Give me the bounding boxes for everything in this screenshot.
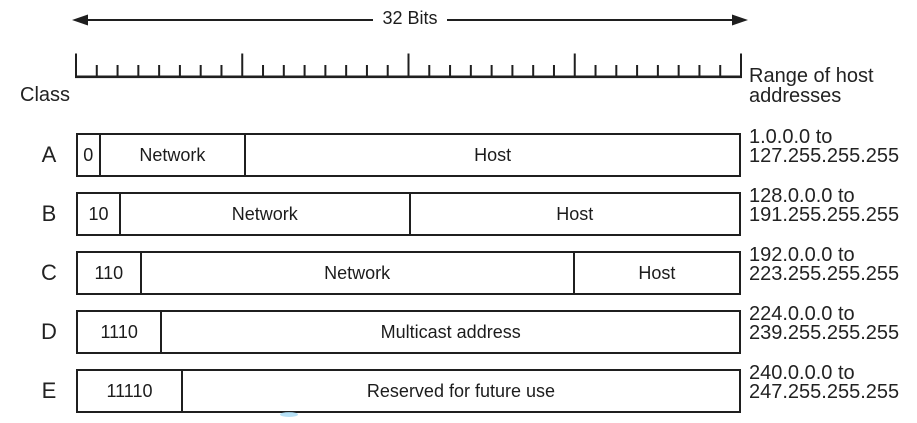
class-e-prefix-cell: 11110 — [78, 371, 183, 411]
class-b-prefix-cell: 10 — [78, 194, 122, 234]
class-c-range: 192.0.0.0 to 223.255.255.255 — [749, 244, 900, 285]
class-d-label: D — [41, 319, 57, 344]
bits-span-arrow — [72, 14, 748, 26]
ruler-minor-tick — [552, 65, 555, 76]
class-b-row: B 10 Network Host 128.0.0.0 to 191.255.2… — [0, 186, 917, 236]
class-c-network-cell: Network — [142, 253, 575, 293]
ruler-minor-tick — [615, 65, 618, 76]
class-b-range-line1: 128.0.0.0 to — [749, 185, 855, 207]
class-e-row: E 11110 Reserved for future use 240.0.0.… — [0, 363, 917, 413]
ruler-major-tick — [241, 53, 244, 76]
ruler-minor-tick — [469, 65, 472, 76]
range-column-header: Range of host addresses — [749, 66, 874, 106]
class-e-range: 240.0.0.0 to 247.255.255.255 — [749, 362, 900, 403]
ruler-minor-tick — [262, 65, 265, 76]
ruler-minor-tick — [677, 65, 680, 76]
left-arrowhead-icon — [72, 14, 88, 26]
ruler-major-tick — [407, 53, 410, 76]
class-d-range: 224.0.0.0 to 239.255.255.255 — [749, 303, 900, 344]
class-c-bitfield-box: 110 Network Host — [76, 251, 741, 295]
class-c-host-cell: Host — [638, 262, 676, 283]
ruler-minor-tick — [303, 65, 306, 76]
ruler-minor-tick — [719, 65, 722, 76]
ruler-minor-tick — [116, 65, 119, 76]
class-c-range-line2: 223.255.255.255 — [749, 263, 900, 285]
class-d-bitfield-box: 1110 Multicast address — [76, 310, 741, 354]
class-a-range: 1.0.0.0 to 127.255.255.255 — [749, 126, 900, 167]
range-header-line2: addresses — [749, 85, 842, 107]
class-e-label: E — [41, 378, 57, 403]
ruler-minor-tick — [449, 65, 452, 76]
ruler-minor-tick — [532, 65, 535, 76]
class-d-multicast-cell: Multicast address — [380, 321, 521, 342]
class-c-prefix-cell: 110 — [78, 253, 142, 293]
class-a-range-line2: 127.255.255.255 — [749, 145, 900, 167]
class-e-bitfield-box: 11110 Reserved for future use — [76, 369, 741, 413]
ruler-minor-tick — [199, 65, 202, 76]
ruler-major-tick — [573, 53, 576, 76]
ruler-major-tick — [75, 53, 77, 76]
ruler-minor-tick — [698, 65, 701, 76]
class-a-range-line1: 1.0.0.0 to — [749, 126, 833, 148]
class-e-reserved-cell: Reserved for future use — [366, 380, 556, 401]
class-d-range-line2: 239.255.255.255 — [749, 322, 900, 344]
ruler-minor-tick — [386, 65, 389, 76]
class-a-network-cell: Network — [101, 135, 247, 175]
class-column-header: Class — [20, 84, 71, 106]
class-c-range-line1: 192.0.0.0 to — [749, 244, 855, 266]
ruler-major-tick — [740, 53, 742, 76]
bit-ruler — [75, 53, 742, 79]
class-a-label: A — [41, 142, 57, 167]
ruler-minor-tick — [158, 65, 161, 76]
class-b-range-line2: 191.255.255.255 — [749, 204, 900, 226]
class-b-host-cell: Host — [556, 203, 594, 224]
class-c-row: C 110 Network Host 192.0.0.0 to 223.255.… — [0, 245, 917, 295]
ruler-minor-tick — [490, 65, 493, 76]
ruler-minor-tick — [428, 65, 431, 76]
ruler-minor-tick — [95, 65, 98, 76]
class-a-row: A 0 Network Host 1.0.0.0 to 127.255.255.… — [0, 127, 917, 177]
class-d-prefix-cell: 1110 — [78, 312, 163, 352]
class-a-prefix-cell: 0 — [78, 135, 101, 175]
ruler-minor-tick — [365, 65, 368, 76]
ruler-minor-tick — [511, 65, 514, 76]
ruler-minor-tick — [137, 65, 140, 76]
class-b-bitfield-box: 10 Network Host — [76, 192, 741, 236]
class-e-range-line1: 240.0.0.0 to — [749, 362, 855, 384]
class-c-label: C — [41, 260, 57, 285]
class-b-network-cell: Network — [121, 194, 411, 234]
right-arrowhead-icon — [732, 14, 748, 26]
class-b-label: B — [41, 201, 57, 226]
class-e-range-line2: 247.255.255.255 — [749, 381, 900, 403]
ruler-minor-tick — [178, 65, 181, 76]
ruler-minor-tick — [594, 65, 597, 76]
class-a-bitfield-box: 0 Network Host — [76, 133, 741, 177]
class-b-range: 128.0.0.0 to 191.255.255.255 — [749, 185, 900, 226]
scan-artifact-smudge — [280, 412, 298, 417]
class-d-row: D 1110 Multicast address 224.0.0.0 to 23… — [0, 304, 917, 354]
ruler-minor-tick — [324, 65, 327, 76]
class-d-range-line1: 224.0.0.0 to — [749, 303, 855, 325]
ruler-minor-tick — [345, 65, 348, 76]
ruler-minor-tick — [656, 65, 659, 76]
class-a-host-cell: Host — [474, 144, 512, 165]
ruler-minor-tick — [636, 65, 639, 76]
ruler-minor-tick — [282, 65, 285, 76]
range-header-line1: Range of host — [749, 65, 874, 87]
ruler-minor-tick — [220, 65, 223, 76]
